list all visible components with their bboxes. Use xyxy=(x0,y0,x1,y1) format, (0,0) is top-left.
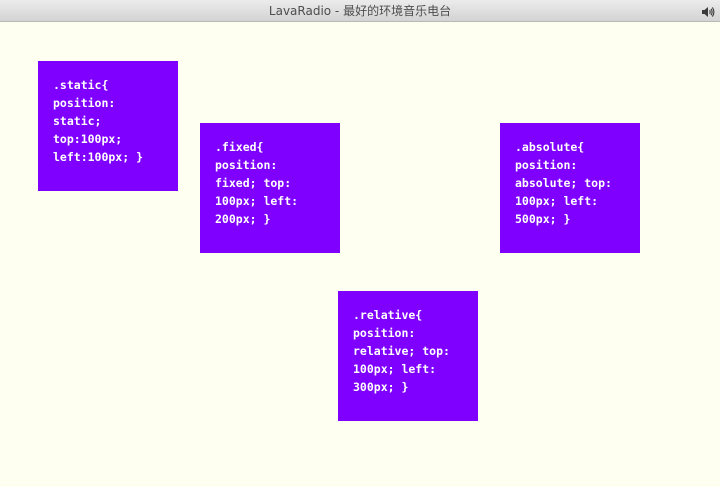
absolute-position-box: .absolute{ position: absolute; top: 100p… xyxy=(500,123,640,253)
relative-position-box: .relative{ position: relative; top: 100p… xyxy=(338,291,478,421)
fixed-position-box: .fixed{ position: fixed; top: 100px; lef… xyxy=(200,123,340,253)
static-position-box: .static{ position: static; top:100px; le… xyxy=(38,61,178,191)
speaker-volume-icon[interactable] xyxy=(701,4,715,18)
window-titlebar[interactable]: LavaRadio - 最好的环境音乐电台 xyxy=(0,0,720,22)
window-title: LavaRadio - 最好的环境音乐电台 xyxy=(268,4,452,18)
